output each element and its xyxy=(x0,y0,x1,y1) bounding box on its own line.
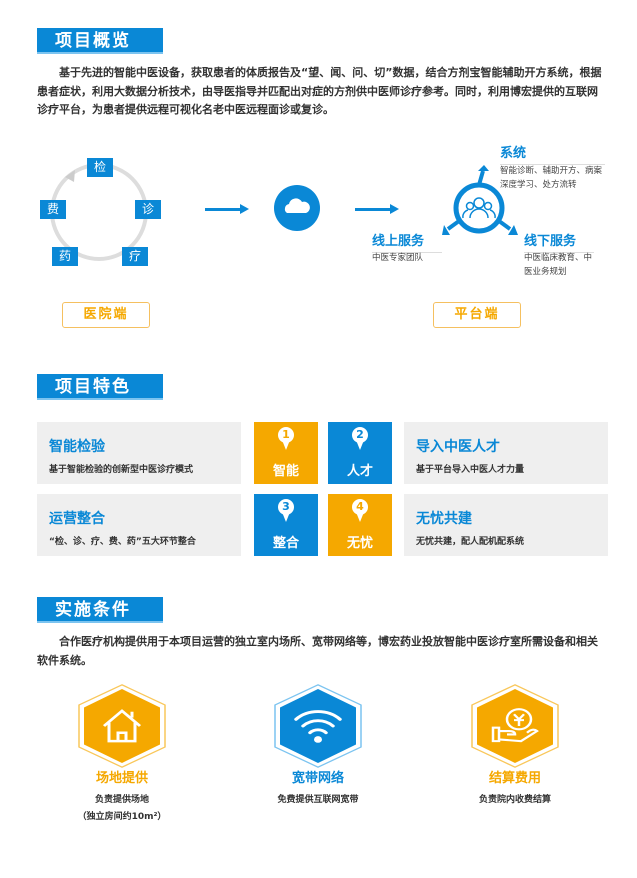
condition-title: 结算费用 xyxy=(488,771,541,786)
feature-card: 无忧共建无忧共建，配人配机配系统 xyxy=(404,494,608,556)
system-text: 智能诊断、辅助开方、病案深度学习、处方流转 xyxy=(500,166,603,190)
feature-title: 导入中医人才 xyxy=(416,439,500,455)
feature-tile: 3 整合 xyxy=(254,494,318,556)
cycle-item-fee: 费 xyxy=(40,200,66,219)
money-hand-icon xyxy=(471,684,559,768)
feature-title: 运营整合 xyxy=(49,511,105,527)
map-pin-icon: 2 xyxy=(352,427,368,450)
system-heading: 系统 xyxy=(500,142,605,165)
tile-label: 智能 xyxy=(272,464,299,479)
feature-card: 智能检验基于智能检验的创新型中医诊疗模式 xyxy=(37,422,241,484)
condition-text: 免费提供互联网宽带 xyxy=(277,795,359,805)
condition-text: 负责院内收费结算 xyxy=(478,795,551,805)
platform-side-label: 平台端 xyxy=(433,302,521,328)
map-pin-icon: 1 xyxy=(278,427,294,450)
section-title-overview: 项目概览 xyxy=(37,28,163,54)
condition-title: 场地提供 xyxy=(95,771,148,786)
hospital-side-label: 医院端 xyxy=(62,302,150,328)
house-icon xyxy=(78,684,166,768)
online-service-text: 中医专家团队 xyxy=(372,253,424,263)
feature-title: 智能检验 xyxy=(49,439,105,455)
feature-tile: 4 无忧 xyxy=(328,494,392,556)
offline-service-text: 中医临床教育、中医业务规划 xyxy=(524,253,593,277)
cycle-item-treat: 疗 xyxy=(122,247,148,266)
feature-text: 无忧共建，配人配机配系统 xyxy=(416,537,525,547)
overview-paragraph: 基于先进的智能中医设备，获取患者的体质报告及“望、闻、问、切”数据，结合方剂宝智… xyxy=(37,66,602,116)
wifi-icon xyxy=(274,684,362,768)
team-hub-icon xyxy=(442,165,518,235)
arrow-right-icon xyxy=(355,204,399,214)
condition-title: 宽带网络 xyxy=(291,771,344,786)
offline-service-heading: 线下服务 xyxy=(524,230,594,253)
online-service-heading: 线上服务 xyxy=(372,230,442,253)
feature-title: 无忧共建 xyxy=(416,511,472,527)
cycle-item-check: 检 xyxy=(87,158,113,177)
cycle-item-diagnose: 诊 xyxy=(135,200,161,219)
conditions-paragraph: 合作医疗机构提供用于本项目运营的独立室内场所、宽带网络等，博宏药业投放智能中医诊… xyxy=(37,635,598,667)
arrow-right-icon xyxy=(205,204,249,214)
tile-label: 无忧 xyxy=(346,536,373,551)
feature-card: 导入中医人才基于平台导入中医人才力量 xyxy=(404,422,608,484)
feature-tile: 2 人才 xyxy=(328,422,392,484)
section-title-features: 项目特色 xyxy=(37,374,163,400)
cloud-icon xyxy=(274,185,320,231)
tile-label: 整合 xyxy=(272,536,299,551)
tile-label: 人才 xyxy=(346,464,373,479)
feature-text: 基于智能检验的创新型中医诊疗模式 xyxy=(49,465,194,475)
condition-text-note: （独立房间约10m²） xyxy=(77,812,167,822)
feature-text: 基于平台导入中医人才力量 xyxy=(416,465,525,475)
section-title-conditions: 实施条件 xyxy=(37,597,163,623)
map-pin-icon: 3 xyxy=(278,499,294,522)
map-pin-icon: 4 xyxy=(352,499,368,522)
feature-card: 运营整合 “检、诊、疗、费、药”五大环节整合 xyxy=(37,494,241,556)
feature-tile: 1 智能 xyxy=(254,422,318,484)
condition-text: 负责提供场地 xyxy=(94,795,149,805)
feature-text: “检、诊、疗、费、药”五大环节整合 xyxy=(49,537,196,547)
cycle-item-medicine: 药 xyxy=(52,247,78,266)
